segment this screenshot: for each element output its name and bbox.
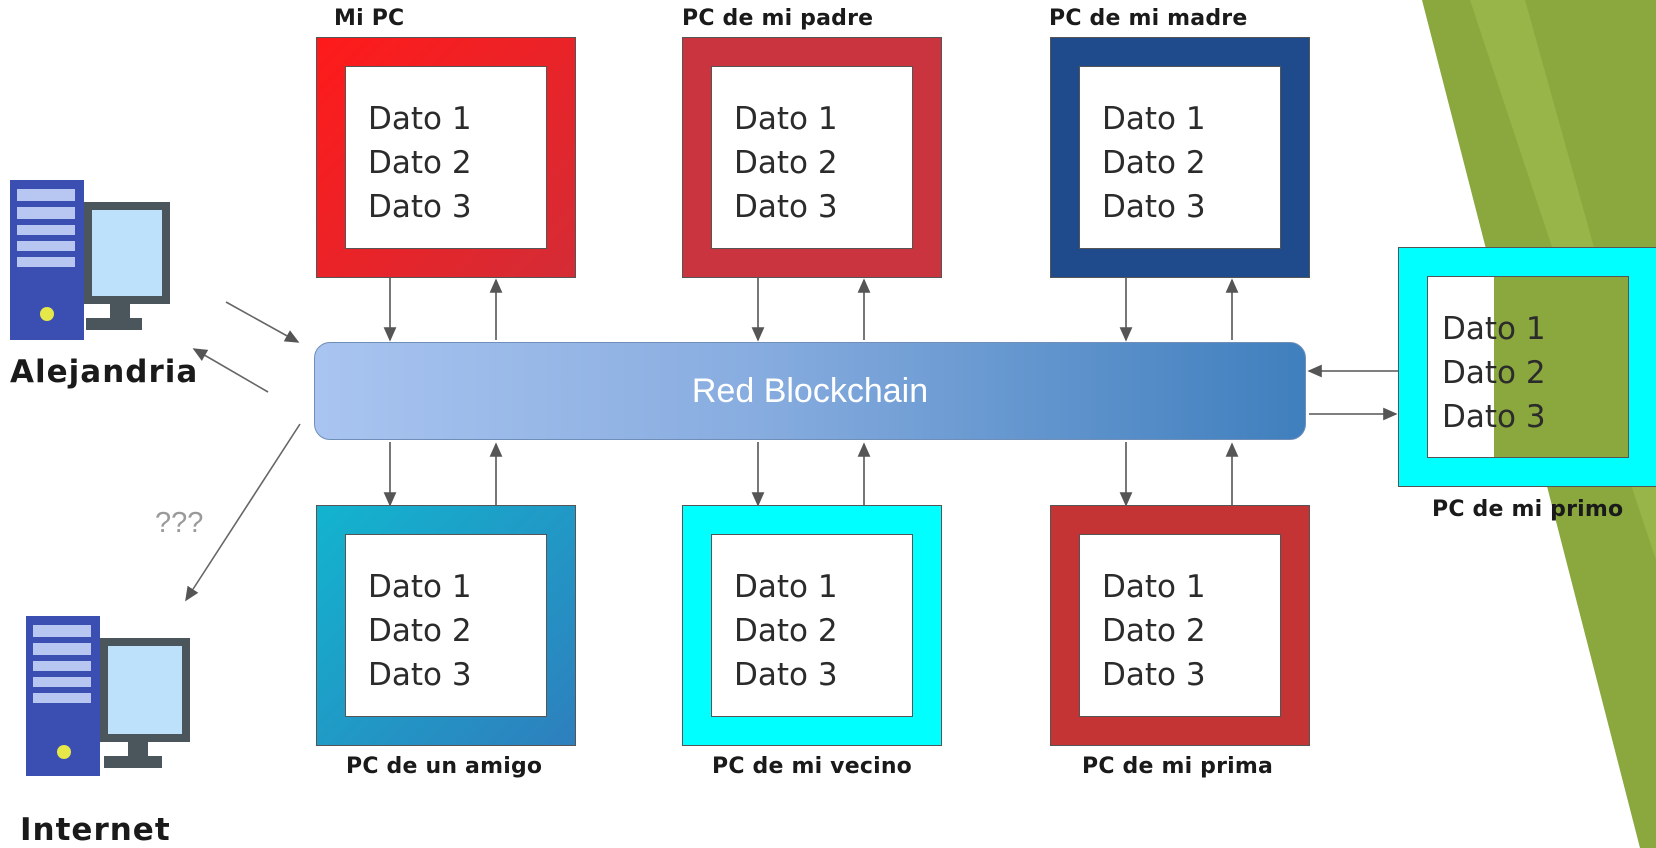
data-item: Dato 1: [1442, 311, 1546, 347]
data-item: Dato 3: [1102, 657, 1206, 693]
node-label-pc-madre: PC de mi madre: [1049, 6, 1248, 31]
data-panel: Dato 1 Dato 2 Dato 3: [1079, 534, 1281, 717]
data-item: Dato 3: [734, 189, 838, 225]
data-item: Dato 1: [368, 101, 472, 137]
data-item: Dato 1: [1102, 101, 1206, 137]
data-item: Dato 2: [734, 145, 838, 181]
node-label-pc-primo: PC de mi primo: [1432, 497, 1624, 522]
data-item: Dato 1: [734, 101, 838, 137]
node-mi-pc: Dato 1 Dato 2 Dato 3: [316, 37, 576, 278]
server-computer-icon: [10, 180, 170, 340]
node-pc-prima: Dato 1 Dato 2 Dato 3: [1050, 505, 1310, 746]
connectors-bottom: [383, 442, 1239, 507]
data-item: Dato 2: [1102, 613, 1206, 649]
unknown-connection-label: ???: [155, 507, 204, 539]
alejandria-label: Alejandria: [10, 354, 199, 390]
data-item: Dato 1: [368, 569, 472, 605]
connectors-right: [1307, 364, 1398, 421]
data-panel: Dato 1 Dato 2 Dato 3: [345, 534, 547, 717]
data-item: Dato 2: [1102, 145, 1206, 181]
data-item: Dato 2: [1442, 355, 1546, 391]
data-panel: Dato 1 Dato 2 Dato 3: [1079, 66, 1281, 249]
connectors-top: [383, 278, 1239, 342]
node-pc-amigo: Dato 1 Dato 2 Dato 3: [316, 505, 576, 746]
internet-label: Internet: [20, 812, 171, 848]
data-panel: Dato 1 Dato 2 Dato 3: [345, 66, 547, 249]
node-label-pc-padre: PC de mi padre: [682, 6, 874, 31]
node-pc-vecino: Dato 1 Dato 2 Dato 3: [682, 505, 942, 746]
node-label-pc-vecino: PC de mi vecino: [712, 754, 913, 779]
network-label: Red Blockchain: [691, 371, 929, 410]
node-label-mi-pc: Mi PC: [334, 6, 405, 31]
node-label-pc-prima: PC de mi prima: [1082, 754, 1274, 779]
node-pc-primo: Dato 1 Dato 2 Dato 3: [1398, 247, 1656, 487]
node-label-pc-amigo: PC de un amigo: [346, 754, 543, 779]
data-item: Dato 3: [1442, 399, 1546, 435]
data-panel: Dato 1 Dato 2 Dato 3: [1427, 276, 1629, 458]
data-item: Dato 3: [368, 189, 472, 225]
blockchain-network-bar: Red Blockchain: [314, 342, 1306, 440]
server-computer-icon: [26, 616, 190, 776]
data-item: Dato 3: [368, 657, 472, 693]
data-panel: Dato 1 Dato 2 Dato 3: [711, 66, 913, 249]
node-pc-padre: Dato 1 Dato 2 Dato 3: [682, 37, 942, 278]
data-panel: Dato 1 Dato 2 Dato 3: [711, 534, 913, 717]
data-item: Dato 2: [734, 613, 838, 649]
data-item: Dato 3: [1102, 189, 1206, 225]
data-item: Dato 2: [368, 145, 472, 181]
data-item: Dato 2: [368, 613, 472, 649]
node-pc-madre: Dato 1 Dato 2 Dato 3: [1050, 37, 1310, 278]
data-item: Dato 1: [1102, 569, 1206, 605]
data-item: Dato 3: [734, 657, 838, 693]
data-item: Dato 1: [734, 569, 838, 605]
connectors-left: [185, 301, 301, 602]
